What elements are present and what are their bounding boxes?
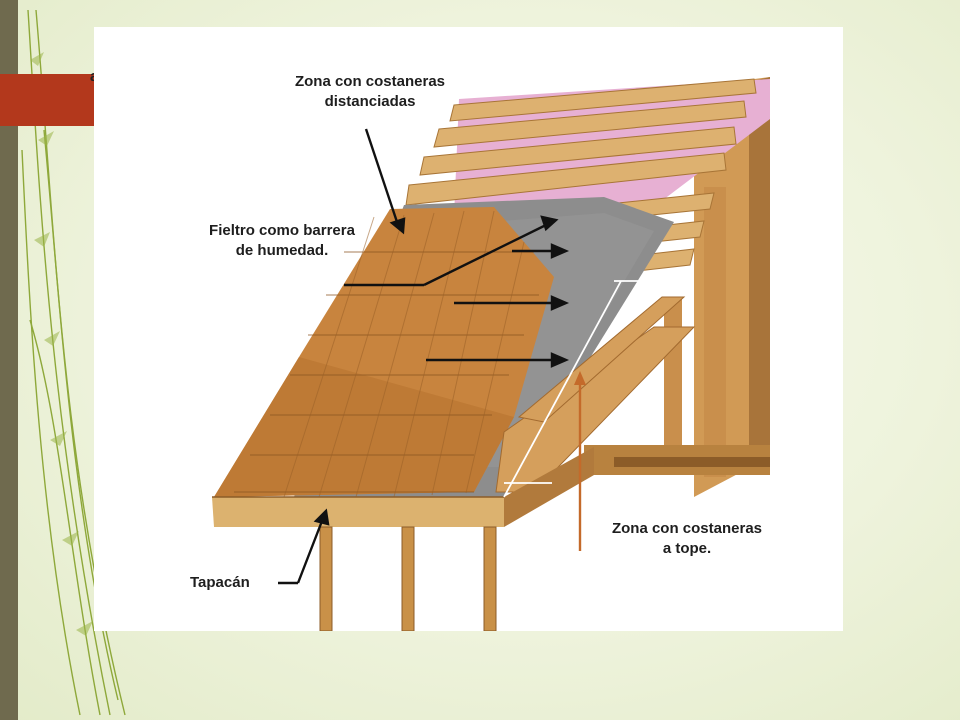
label-tapacan: Tapacán bbox=[190, 573, 270, 593]
fascia-board bbox=[212, 447, 594, 527]
label-line: Zona con costaneras bbox=[611, 520, 763, 537]
label-zona-costaneras-a-tope: Zona con costaneras a tope. bbox=[582, 519, 792, 559]
wood-shingles bbox=[214, 207, 554, 498]
label-zona-costaneras-distanciadas: Zona con costaneras distanciadas bbox=[270, 72, 470, 112]
label-line: distanciadas bbox=[324, 93, 416, 110]
support-posts bbox=[319, 526, 497, 631]
left-border-strip bbox=[0, 0, 18, 720]
zone-bracket bbox=[503, 280, 666, 498]
label-line: de humedad. bbox=[235, 242, 329, 259]
tight-battens bbox=[495, 296, 696, 493]
roof-diagram: Zona con costaneras distanciadas Fieltro… bbox=[94, 27, 843, 631]
pointer-arrows bbox=[278, 128, 570, 585]
label-line: Zona con costaneras bbox=[294, 73, 446, 90]
brown-pointer-arrow bbox=[574, 371, 586, 551]
label-fieltro-barrera-humedad: Fieltro como barrera de humedad. bbox=[180, 221, 384, 261]
rafter-structure bbox=[584, 77, 770, 497]
label-line: Fieltro como barrera bbox=[209, 222, 355, 239]
label-line: a tope. bbox=[662, 540, 712, 557]
label-line: Tapacán bbox=[190, 574, 250, 591]
accent-bar bbox=[0, 74, 96, 126]
